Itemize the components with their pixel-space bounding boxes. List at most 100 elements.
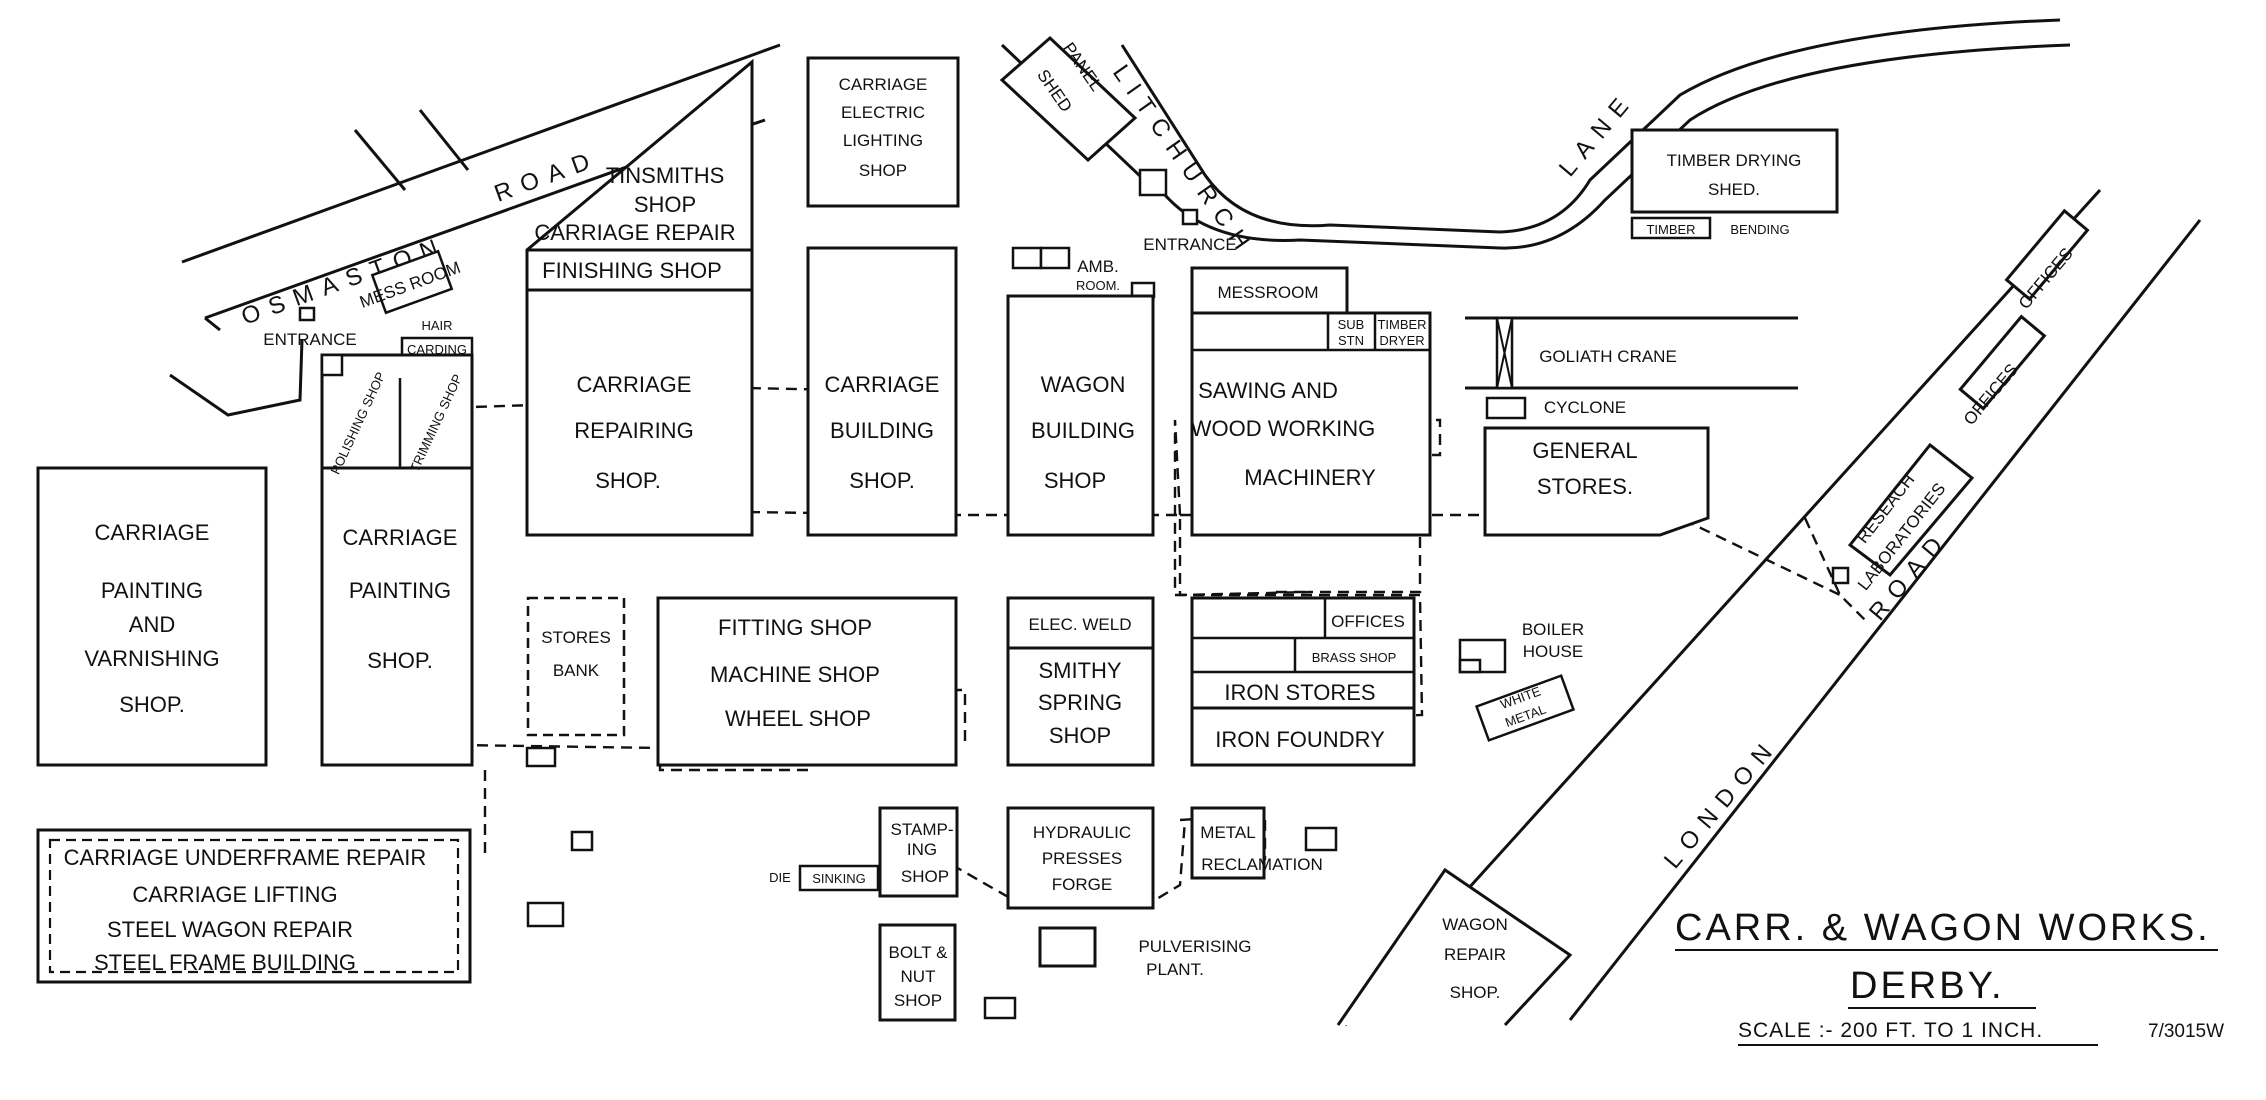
svg-text:SHOP.: SHOP.: [849, 468, 915, 493]
svg-text:SHOP: SHOP: [1044, 468, 1106, 493]
svg-text:SHOP: SHOP: [859, 161, 907, 180]
svg-text:STEEL FRAME BUILDING: STEEL FRAME BUILDING: [94, 950, 356, 975]
road-label-1: ROAD: [491, 145, 603, 208]
svg-text:ELECTRIC: ELECTRIC: [841, 103, 925, 122]
svg-text:STORES: STORES: [541, 628, 611, 647]
map-subtitle: DERBY.: [1850, 965, 2005, 1007]
svg-text:ING: ING: [907, 840, 937, 859]
svg-text:TIMBER DRYING: TIMBER DRYING: [1667, 151, 1802, 170]
map-scale: SCALE :- 200 FT. TO 1 INCH.: [1738, 1019, 2043, 1042]
die-label: DIE: [769, 870, 791, 885]
svg-text:PAINTING: PAINTING: [101, 578, 203, 603]
goliath-crane: GOLIATH CRANE: [1465, 316, 1798, 390]
messroom-label: MESSROOM: [1217, 283, 1318, 302]
iron-stores-label: IRON STORES: [1224, 680, 1375, 705]
svg-text:CARRIAGE UNDERFRAME REPAIR: CARRIAGE UNDERFRAME REPAIR: [64, 845, 427, 870]
svg-text:SPRING: SPRING: [1038, 690, 1122, 715]
svg-text:BOILER: BOILER: [1522, 620, 1584, 639]
svg-text:PRESSES: PRESSES: [1042, 849, 1122, 868]
svg-text:SHED.: SHED.: [1708, 180, 1760, 199]
offices-upper: OFFICES: [2004, 208, 2090, 313]
timber-drying-shed: TIMBER DRYING SHED. TIMBER BENDING: [1630, 128, 1839, 240]
bending-label: BENDING: [1730, 222, 1789, 237]
svg-text:BANK: BANK: [553, 661, 600, 680]
svg-text:BUILDING: BUILDING: [830, 418, 934, 443]
svg-text:ROOM.: ROOM.: [1076, 278, 1120, 293]
svg-text:SHOP: SHOP: [1049, 723, 1111, 748]
svg-text:SHOP.: SHOP.: [119, 692, 185, 717]
carriage-painting-block: POLISHING SHOP TRIMMING SHOP CARRIAGE PA…: [320, 353, 474, 767]
stamping-shop: STAMP- ING SHOP: [878, 806, 959, 898]
timber-dryer-label-2: DRYER: [1379, 333, 1424, 348]
iron-foundry-block: OFFICES BRASS SHOP IRON STORES IRON FOUN…: [1190, 596, 1416, 767]
carriage-electric-lighting-shop: CARRIAGE ELECTRIC LIGHTING SHOP: [806, 56, 960, 208]
finishing-shop-label: FINISHING SHOP: [542, 258, 722, 283]
carriage-repairing-label-1: CARRIAGE: [577, 372, 692, 397]
lane-label: LANE: [1554, 86, 1641, 182]
cyclone: CYCLONE: [1485, 396, 1626, 420]
panel-shed: PANEL SHED: [999, 35, 1138, 163]
svg-text:WHEEL SHOP: WHEEL SHOP: [725, 706, 871, 731]
small-outbuildings: [526, 826, 1338, 1020]
svg-text:BUILDING: BUILDING: [1031, 418, 1135, 443]
svg-text:PLANT.: PLANT.: [1146, 960, 1204, 979]
timber-dryer-label-1: TIMBER: [1377, 317, 1426, 332]
svg-text:BOLT &: BOLT &: [889, 943, 949, 962]
tinsmiths-label-1: TINSMITHS: [606, 163, 725, 188]
svg-text:WOOD WORKING: WOOD WORKING: [1191, 416, 1376, 441]
sub-stn-label-1: SUB: [1338, 317, 1365, 332]
svg-text:MACHINERY: MACHINERY: [1244, 465, 1376, 490]
svg-text:CARDING: CARDING: [407, 342, 467, 357]
bolt-nut-shop: BOLT & NUT SHOP: [878, 923, 957, 1022]
sawing-wood-working-block: MESSROOM SUB STN TIMBER DRYER SAWING AND…: [1190, 266, 1432, 537]
map-title: CARR. & WAGON WORKS.: [1675, 907, 2211, 949]
svg-text:METAL: METAL: [1200, 823, 1255, 842]
svg-text:CARRIAGE: CARRIAGE: [95, 520, 210, 545]
carriage-underframe-block: CARRIAGE UNDERFRAME REPAIR CARRIAGE LIFT…: [36, 828, 472, 984]
svg-text:SHOP: SHOP: [901, 867, 949, 886]
boiler-house: BOILER HOUSE: [1458, 620, 1584, 674]
svg-text:FORGE: FORGE: [1052, 875, 1112, 894]
offices-lower: OFFICES: [1958, 314, 2047, 429]
sub-stn-label-2: STN: [1338, 333, 1364, 348]
litchurch-entrance-gate: [1181, 208, 1199, 226]
map-reference: 7/3015W: [2148, 1021, 2224, 1042]
svg-text:STORES.: STORES.: [1537, 474, 1633, 499]
litchurch-lane: LITCHURCH LANE ENTRANCE: [1000, 18, 2071, 263]
svg-text:CARRIAGE: CARRIAGE: [825, 372, 940, 397]
svg-text:STEEL WAGON REPAIR: STEEL WAGON REPAIR: [107, 917, 353, 942]
iron-foundry-label: IRON FOUNDRY: [1215, 727, 1385, 752]
svg-text:REPAIR: REPAIR: [1444, 945, 1506, 964]
svg-text:SHOP: SHOP: [894, 991, 942, 1010]
svg-text:WAGON: WAGON: [1442, 915, 1507, 934]
metal-reclamation: METAL RECLAMATION: [1190, 806, 1323, 880]
svg-text:HYDRAULIC: HYDRAULIC: [1033, 823, 1131, 842]
sinking-label: SINKING: [812, 871, 865, 886]
svg-text:LIGHTING: LIGHTING: [843, 131, 923, 150]
svg-text:VARNISHING: VARNISHING: [84, 646, 219, 671]
amb-room: AMB. ROOM.: [1011, 246, 1156, 299]
svg-text:SMITHY: SMITHY: [1038, 658, 1121, 683]
svg-text:SHOP.: SHOP.: [1450, 983, 1501, 1002]
entrance-label-litchurch: ENTRANCE: [1143, 235, 1237, 254]
litchurch-label: LITCHURCH: [1107, 60, 1260, 263]
carriage-repairing-block: TINSMITHS SHOP CARRIAGE REPAIR FINISHING…: [525, 58, 754, 537]
brass-shop-label: BRASS SHOP: [1312, 650, 1397, 665]
wagon-building-shop: WAGON BUILDING SHOP: [1006, 294, 1155, 537]
fitting-machine-wheel-shop: FITTING SHOP MACHINE SHOP WHEEL SHOP: [656, 596, 958, 767]
svg-text:PULVERISING: PULVERISING: [1138, 937, 1251, 956]
svg-text:CYCLONE: CYCLONE: [1544, 398, 1626, 417]
svg-text:STAMP-: STAMP-: [891, 820, 954, 839]
tinsmiths-label-2: SHOP: [634, 192, 696, 217]
svg-text:CARRIAGE LIFTING: CARRIAGE LIFTING: [132, 882, 337, 907]
smithy-spring-shop: ELEC. WELD SMITHY SPRING SHOP: [1006, 596, 1155, 767]
svg-text:AMB.: AMB.: [1077, 257, 1119, 276]
carriage-painting-label-1: CARRIAGE: [343, 525, 458, 550]
offices-foundry-label: OFFICES: [1331, 612, 1405, 631]
svg-text:WAGON: WAGON: [1041, 372, 1126, 397]
carriage-repairing-label-2: REPAIRING: [574, 418, 693, 443]
wagon-repair-shop: WAGON REPAIR SHOP.: [1336, 867, 1573, 1027]
svg-text:GOLIATH CRANE: GOLIATH CRANE: [1539, 347, 1677, 366]
title-block: CARR. & WAGON WORKS. DERBY. SCALE :- 200…: [1675, 907, 2224, 1046]
